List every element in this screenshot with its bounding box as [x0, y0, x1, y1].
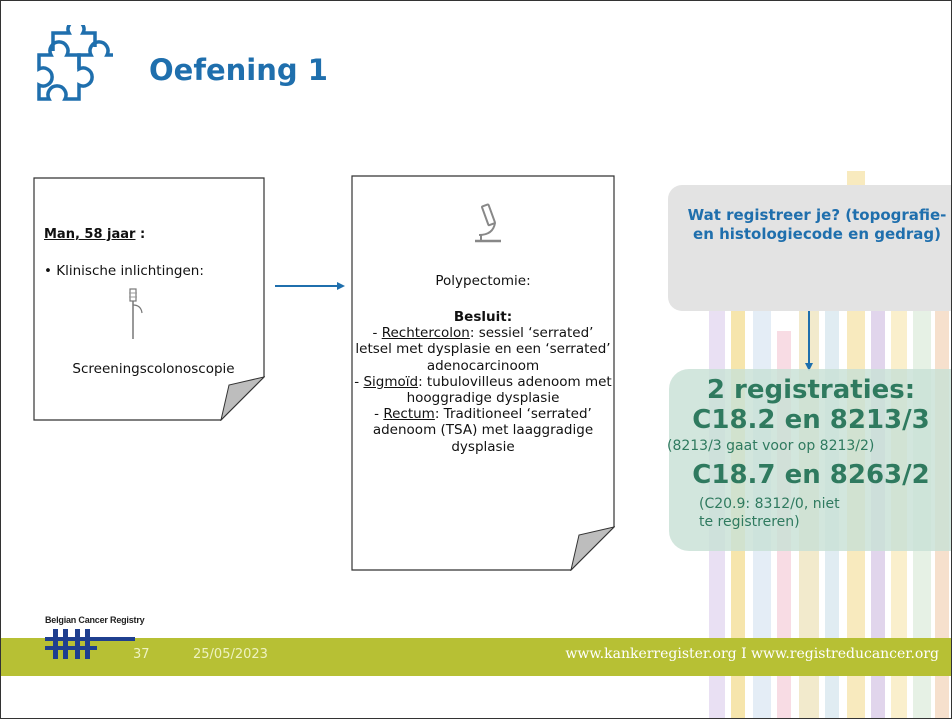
- procedure-label: Screeningscolonoscopie: [72, 361, 235, 377]
- finding-text: : tubulovilleus adenoom met hooggradige …: [406, 373, 612, 407]
- finding-item: - Rectum: Traditioneel ‘serrated’ adenoo…: [353, 406, 613, 455]
- footer-date: 25/05/2023: [193, 647, 268, 662]
- patient-title-text: Man, 58 jaar: [44, 227, 136, 242]
- answer-note-1: (8213/3 gaat voor op 8213/2): [667, 438, 875, 454]
- question-box: [668, 185, 951, 311]
- clinical-info-bullet: • Klinische inlichtingen:: [44, 263, 204, 279]
- question-text: Wat registreer je? (topografie-en histol…: [687, 206, 947, 243]
- patient-title-suffix: :: [135, 227, 146, 242]
- endoscope-icon: [129, 288, 143, 339]
- page-title: Oefening 1: [149, 53, 328, 87]
- registry-logo-icon: [45, 629, 135, 659]
- polypectomy-heading: Polypectomie:: [435, 273, 531, 289]
- finding-site: Sigmoïd: [363, 373, 419, 390]
- folded-page-shape: [33, 177, 265, 421]
- microscope-icon: [475, 203, 501, 243]
- pathology-note-card: [351, 175, 615, 571]
- right-arrow-icon: [275, 282, 345, 290]
- logo-text: Belgian Cancer Registry: [45, 615, 145, 625]
- finding-site: Rectum: [383, 406, 435, 423]
- finding-text: : Traditioneel ‘serrated’ adenoom (TSA) …: [372, 406, 594, 455]
- folded-page-shape: [351, 175, 615, 571]
- answer-registration-1: C18.2 en 8213/3: [692, 405, 930, 435]
- finding-prefix: -: [372, 325, 382, 342]
- finding-item: - Sigmoïd: tubulovilleus adenoom met hoo…: [353, 374, 613, 406]
- answer-registration-2: C18.7 en 8263/2: [692, 460, 930, 490]
- conclusion-block: Besluit: - Rechtercolon: sessiel ‘serrat…: [353, 309, 613, 455]
- finding-prefix: -: [354, 373, 364, 390]
- patient-title: Man, 58 jaar :: [44, 227, 145, 242]
- down-arrow-icon: [805, 311, 813, 371]
- page-number: 37: [133, 647, 150, 662]
- finding-text: : sessiel ‘serrated’ letsel met dysplasi…: [355, 325, 611, 374]
- case-note-card: [33, 177, 265, 421]
- answer-box: [669, 369, 951, 551]
- finding-prefix: -: [374, 406, 384, 423]
- footer-websites: www.kankerregister.org I www.registreduc…: [565, 646, 939, 662]
- footer-bar: [1, 638, 951, 676]
- puzzle-icon: [37, 25, 113, 101]
- conclusion-label: Besluit:: [453, 309, 513, 325]
- answer-count: 2 registraties:: [706, 375, 916, 405]
- answer-note-2: (C20.9: 8312/0, niet te registreren): [699, 496, 840, 530]
- finding-item: - Rechtercolon: sessiel ‘serrated’ letse…: [353, 325, 613, 374]
- finding-site: Rechtercolon: [381, 325, 470, 342]
